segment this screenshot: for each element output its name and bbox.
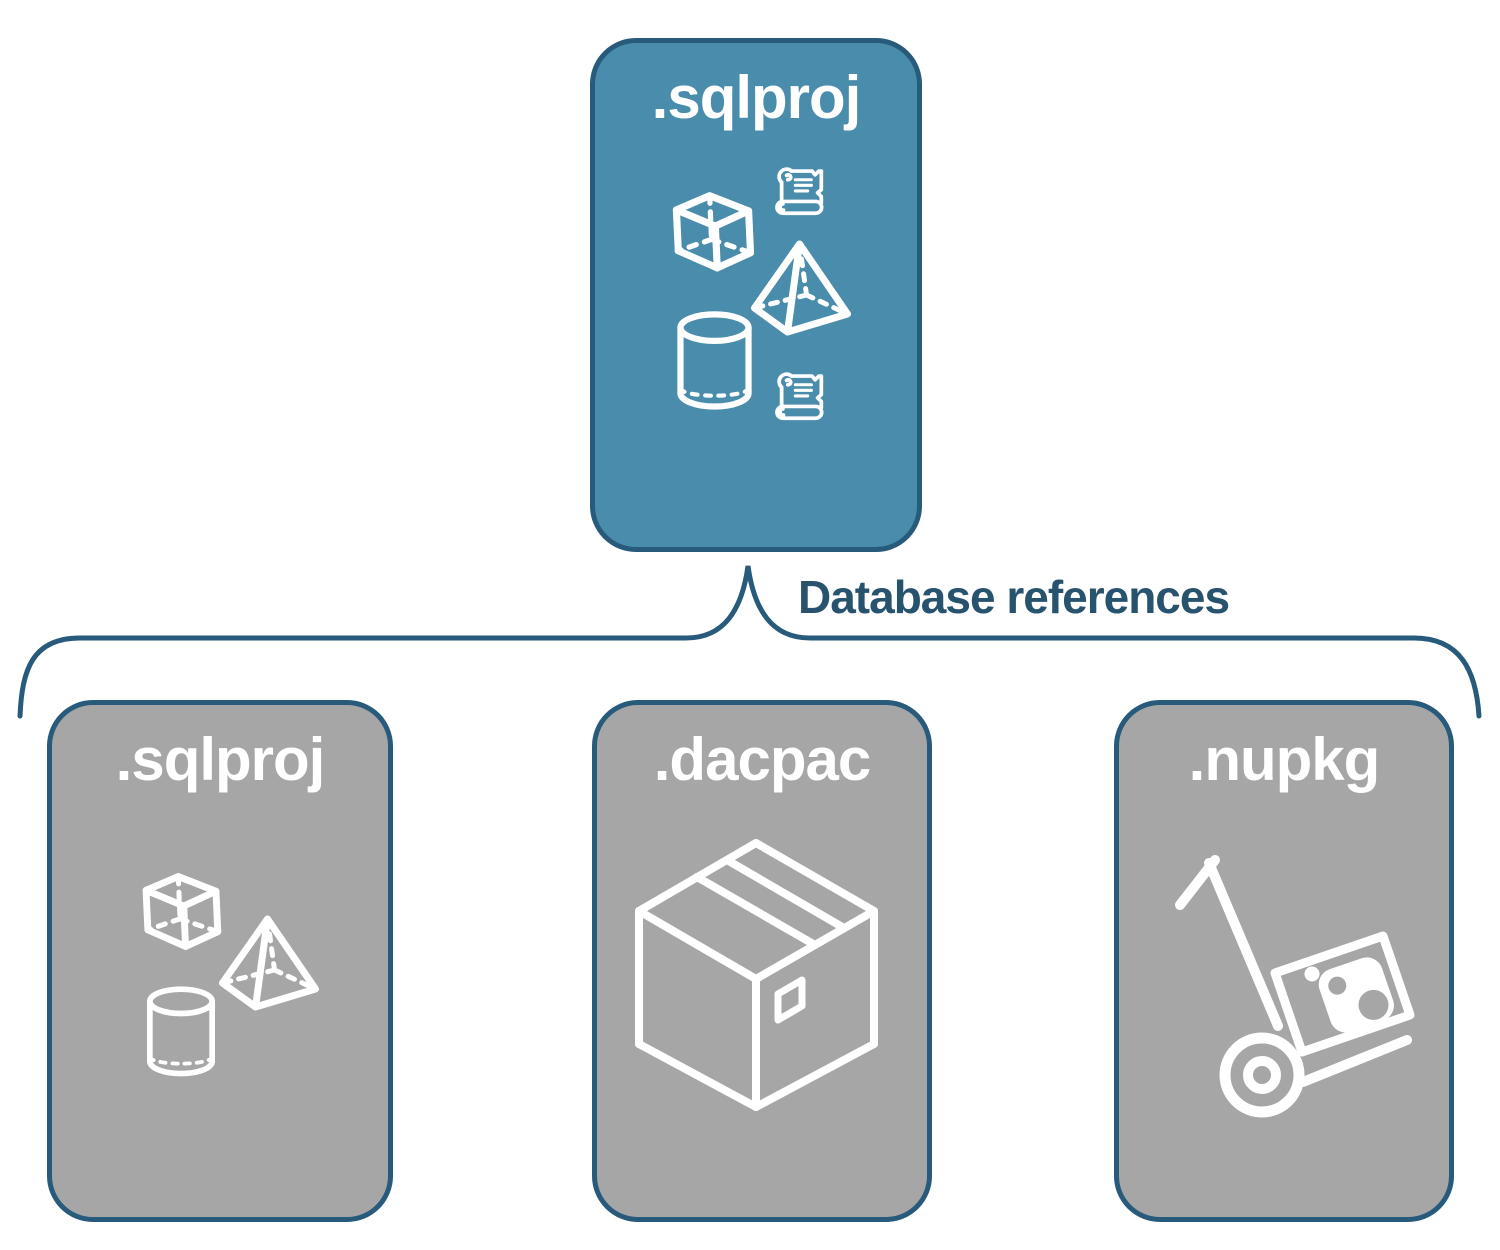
pyramid-icon xyxy=(223,919,316,1007)
sql-objects-icons xyxy=(135,863,370,1078)
package-box-icon xyxy=(635,839,878,1111)
package-outline xyxy=(1270,931,1415,1057)
child-card-title: .sqlproj xyxy=(115,726,326,793)
card-child-sqlproj: .sqlproj xyxy=(47,700,393,1222)
child-card-title: .nupkg xyxy=(1188,726,1381,793)
nuget-logo-icon xyxy=(1318,957,1394,1033)
cylinder-icon xyxy=(150,989,212,1073)
cube-icon xyxy=(146,877,218,947)
card-child-dacpac: .dacpac xyxy=(592,700,932,1222)
wheel-icon xyxy=(1219,1032,1305,1118)
cube-icon xyxy=(676,196,750,268)
root-card-title: .sqlproj xyxy=(651,64,862,131)
sql-objects-icons xyxy=(665,167,860,421)
connector-label: Database references xyxy=(798,571,1230,623)
scroll-icon xyxy=(775,372,824,421)
card-root-sqlproj: .sqlproj xyxy=(590,38,922,552)
scroll-icon xyxy=(775,167,824,216)
child-card-title: .dacpac xyxy=(653,726,871,793)
pyramid-icon xyxy=(755,244,848,332)
nuget-hand-truck-icon xyxy=(1175,855,1415,1118)
cylinder-icon xyxy=(680,314,748,406)
card-child-nupkg: .nupkg xyxy=(1114,700,1454,1222)
